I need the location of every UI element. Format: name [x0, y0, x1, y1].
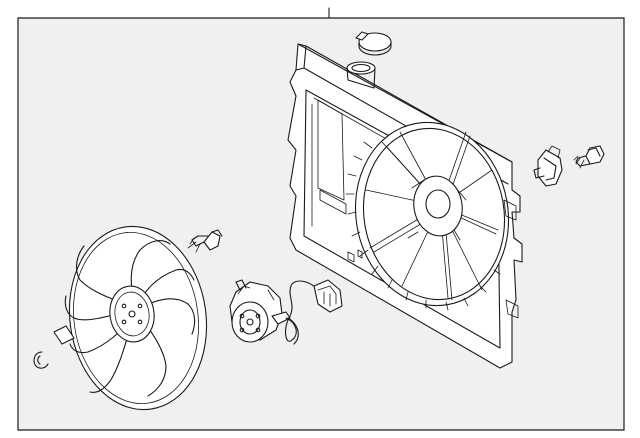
fan-blade-icon: [64, 225, 208, 411]
fan-shroud-icon: [287, 43, 523, 369]
mounting-bolt-icon: [187, 229, 223, 253]
washer-icon: [53, 325, 75, 345]
bolt-icon: [573, 145, 605, 169]
motor-icon: [229, 279, 291, 343]
cap-icon: [355, 31, 392, 56]
c-clip-icon: [33, 351, 49, 369]
connector-icon: [284, 279, 343, 345]
clip-icon: [533, 145, 563, 187]
shroud-port-icon: [346, 61, 376, 89]
